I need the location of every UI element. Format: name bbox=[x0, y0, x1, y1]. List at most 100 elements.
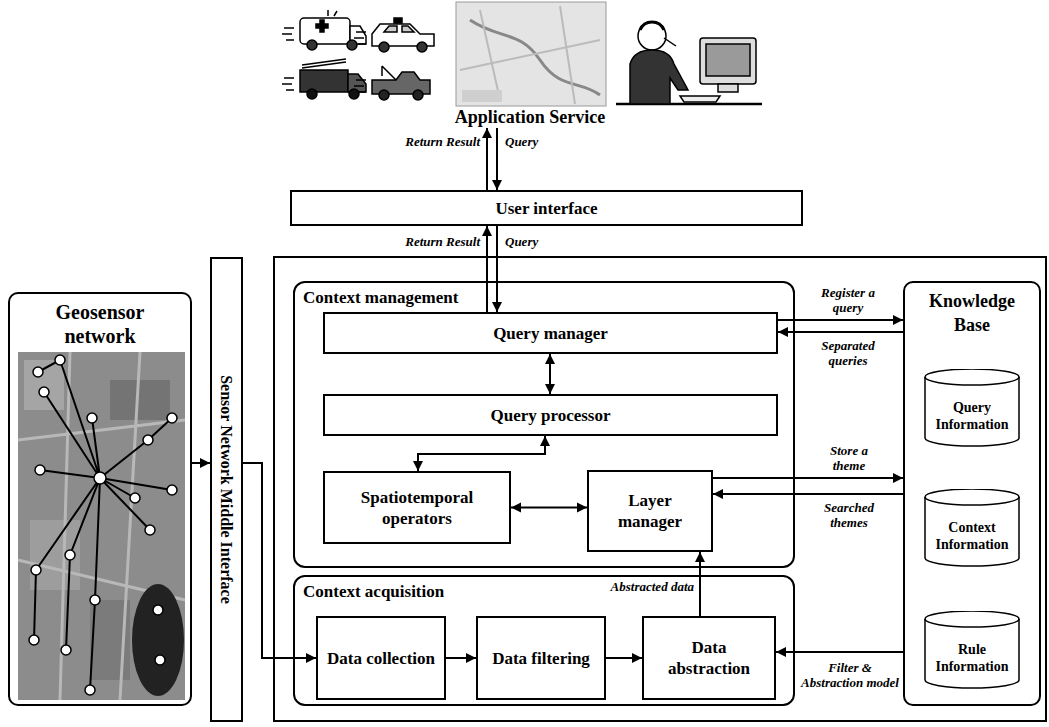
arrow-head bbox=[893, 473, 903, 483]
node-text: Application Service bbox=[280, 106, 780, 128]
arrow-head bbox=[482, 226, 492, 236]
cylinder-body bbox=[925, 369, 1019, 446]
arrow-head bbox=[778, 327, 788, 337]
arrow-head bbox=[695, 552, 705, 562]
arrow-head bbox=[545, 354, 555, 364]
edge-label: Return Result bbox=[380, 234, 480, 249]
node-text: Context Information bbox=[928, 509, 1016, 563]
connector bbox=[695, 552, 705, 616]
connector bbox=[413, 436, 550, 471]
module-group: Context managementQuery managerQuery pro… bbox=[293, 281, 795, 568]
connector-line bbox=[778, 331, 903, 333]
process-box: Query processor bbox=[323, 394, 778, 436]
node-text: Query processor bbox=[490, 405, 610, 426]
cylinder-lid bbox=[925, 619, 1019, 627]
process-box: Layer manager bbox=[587, 470, 713, 552]
node-text: Sensor Network Middle Interface bbox=[212, 259, 241, 720]
arrow-head bbox=[306, 653, 316, 663]
map-picture bbox=[456, 2, 606, 106]
database-cylinder: Rule Information bbox=[924, 611, 1020, 689]
tow-truck-icon bbox=[354, 66, 430, 100]
node-text: Data collection bbox=[327, 648, 435, 669]
edge-label: Query bbox=[505, 134, 565, 149]
node-text: Data abstraction bbox=[652, 637, 766, 679]
ambulance-icon bbox=[282, 10, 366, 50]
cylinder-body bbox=[925, 489, 1019, 566]
node-text: Rule Information bbox=[928, 631, 1016, 685]
connector bbox=[713, 473, 903, 483]
arrow-head bbox=[632, 653, 642, 663]
cylinder-lid bbox=[925, 377, 1019, 385]
sensor-panel: Geosensor network bbox=[8, 292, 192, 706]
arrow-head bbox=[540, 436, 550, 446]
group-heading: Knowledge Base bbox=[917, 289, 1027, 337]
arrow-head bbox=[200, 458, 210, 468]
edge-label: Separated queries bbox=[806, 338, 890, 368]
connector bbox=[778, 315, 903, 325]
sensor-map-picture bbox=[18, 352, 185, 700]
store-panel: Knowledge BaseQuery InformationContext I… bbox=[903, 281, 1041, 706]
interface-box: User interface bbox=[290, 190, 803, 226]
process-box: Data abstraction bbox=[642, 616, 776, 700]
arrow-head bbox=[713, 489, 723, 499]
connector-line bbox=[713, 477, 903, 479]
connector bbox=[545, 354, 555, 394]
process-box: Data filtering bbox=[476, 616, 606, 700]
arrow-head bbox=[482, 128, 492, 138]
arrow-head bbox=[893, 315, 903, 325]
cylinder-body bbox=[925, 611, 1019, 688]
connector bbox=[606, 653, 642, 663]
connector-line bbox=[243, 463, 316, 658]
middleware-bar: Sensor Network Middle Interface bbox=[210, 257, 243, 722]
connector bbox=[192, 458, 210, 468]
arrow-head bbox=[466, 653, 476, 663]
process-box: Spatiotemporal operators bbox=[323, 471, 511, 544]
arrow-head bbox=[577, 503, 587, 513]
group-heading: Context management bbox=[303, 287, 458, 308]
process-box: Query manager bbox=[323, 312, 778, 354]
connector bbox=[482, 226, 492, 312]
edge-label: Searched themes bbox=[804, 500, 894, 530]
connector-line bbox=[418, 436, 545, 471]
node-text: Layer manager bbox=[597, 490, 703, 532]
connector bbox=[492, 128, 502, 190]
database-cylinder: Context Information bbox=[924, 489, 1020, 567]
edge-label: Return Result bbox=[380, 134, 480, 149]
connector bbox=[446, 653, 476, 663]
edge-label: Abstracted data bbox=[580, 579, 694, 594]
database-cylinder: Query Information bbox=[924, 369, 1020, 447]
edge-label: Query bbox=[505, 234, 565, 249]
node-text: Query Information bbox=[928, 389, 1016, 443]
connector bbox=[776, 647, 903, 657]
fire-truck-icon bbox=[282, 59, 366, 99]
operator-icon bbox=[616, 22, 762, 104]
arrow-head bbox=[413, 461, 423, 471]
connector bbox=[511, 503, 587, 513]
connector bbox=[713, 489, 903, 499]
police-car-icon bbox=[354, 18, 434, 52]
service-area: Application Service bbox=[280, 2, 780, 128]
arrow-head bbox=[545, 384, 555, 394]
connector bbox=[778, 327, 903, 337]
system-frame bbox=[274, 257, 1046, 721]
node-text: Spatiotemporal operators bbox=[333, 487, 501, 529]
connector bbox=[492, 226, 502, 312]
module-group: Context acquisitionData collection Data f… bbox=[293, 575, 795, 706]
node-text: Data filtering bbox=[492, 648, 590, 669]
edge-label: Filter & Abstraction model bbox=[800, 660, 900, 690]
arrow-head bbox=[776, 647, 786, 657]
group-heading: Geosensor network bbox=[35, 300, 165, 348]
connector-line bbox=[511, 507, 587, 509]
cylinder-lid bbox=[925, 497, 1019, 505]
arrow-head bbox=[492, 180, 502, 190]
node-text: Query manager bbox=[493, 323, 608, 344]
connector-line bbox=[778, 319, 903, 321]
arrow-head bbox=[492, 302, 502, 312]
connector bbox=[482, 128, 492, 190]
arrow-head bbox=[511, 503, 521, 513]
group-heading: Context acquisition bbox=[303, 581, 444, 602]
edge-label: Register a query bbox=[812, 285, 884, 315]
node-text: User interface bbox=[495, 198, 597, 219]
